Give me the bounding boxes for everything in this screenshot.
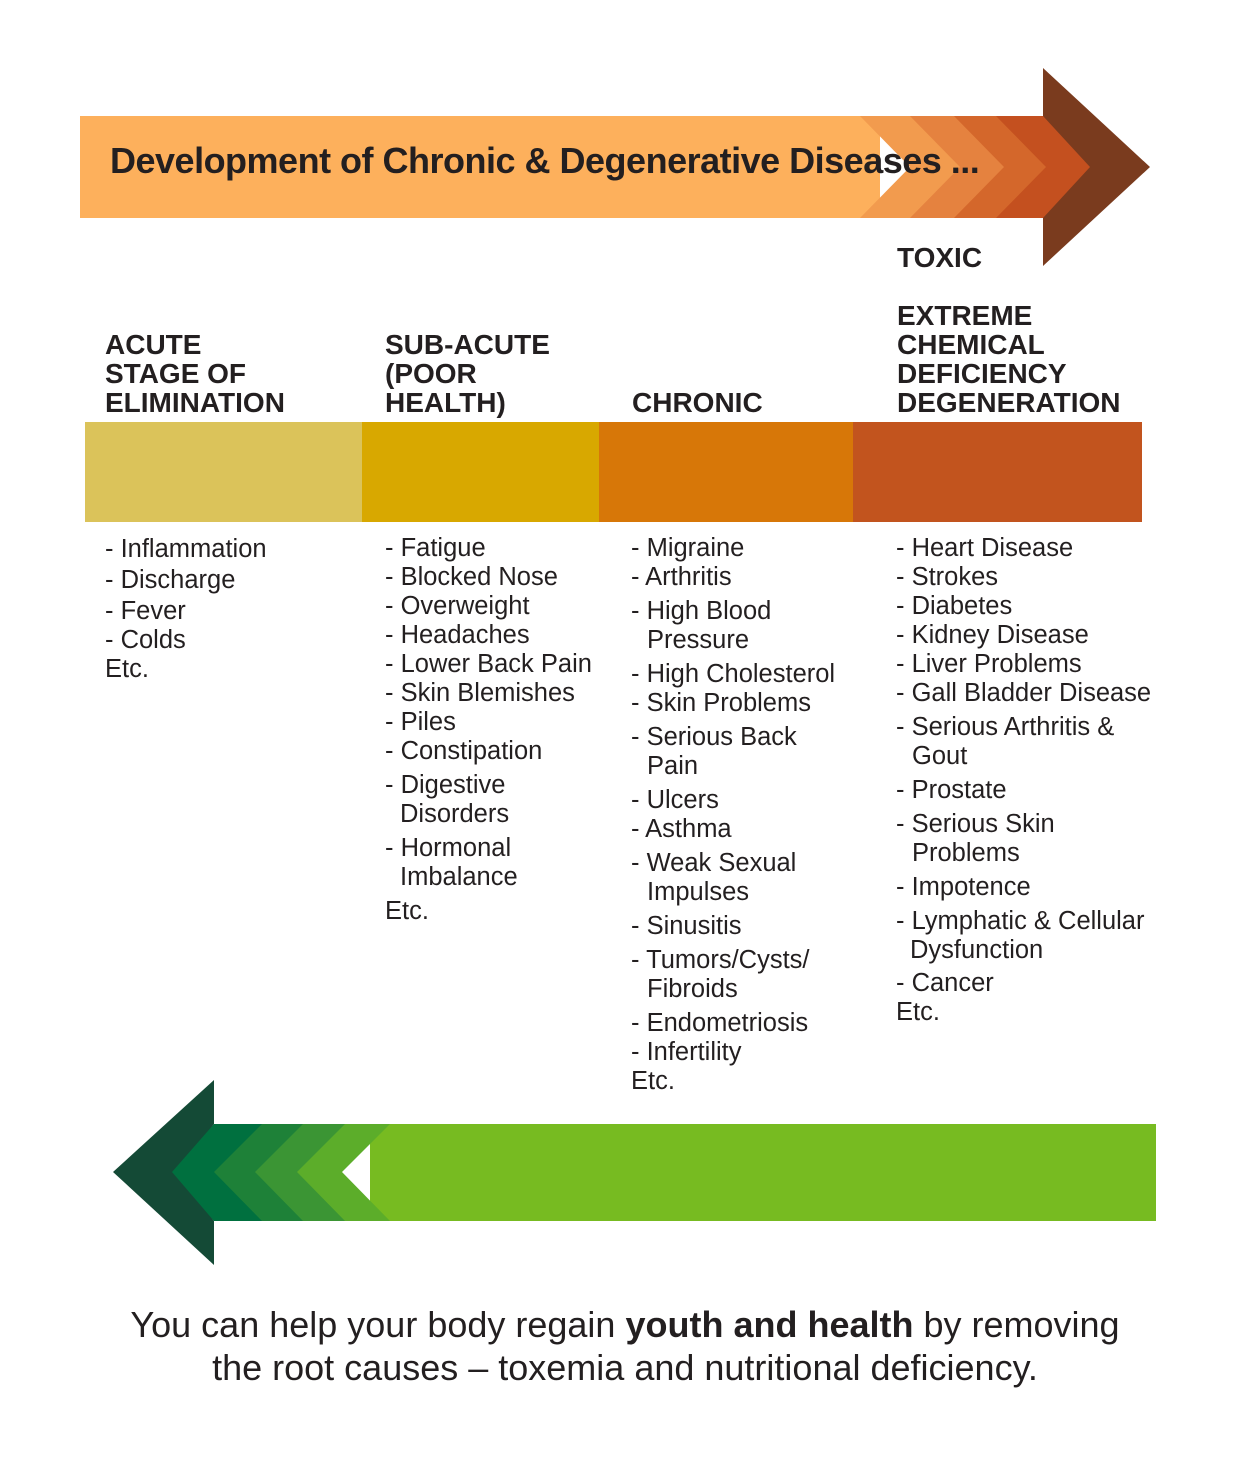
symptom-etc: Etc.: [631, 1067, 675, 1095]
symptom-item: - Tumors/Cysts/: [631, 946, 810, 974]
symptom-item: - Endometriosis: [631, 1009, 809, 1037]
recovery-arrow-body: [370, 1124, 1156, 1221]
symptom-item: - Cancer: [896, 969, 994, 997]
footer-text: You can help your body regain: [130, 1304, 626, 1345]
symptom-item-cont: Disorders: [400, 800, 510, 828]
symptom-etc: Etc.: [896, 998, 940, 1026]
title-arrow-body: [80, 116, 880, 218]
symptom-item: - Kidney Disease: [896, 621, 1089, 649]
symptom-item: - Hormonal: [385, 834, 512, 862]
symptom-item: - Asthma: [631, 815, 732, 843]
stage-bar-chronic: [599, 422, 853, 522]
symptom-item: - Gall Bladder Disease: [896, 679, 1152, 707]
symptom-item: - Ulcers: [631, 786, 719, 814]
symptom-item: - Liver Problems: [896, 650, 1082, 678]
symptom-item: - Overweight: [385, 592, 530, 620]
symptom-item-cont: Impulses: [647, 878, 750, 906]
stage-heading-subacute: SUB-ACUTE (POOR HEALTH): [385, 330, 550, 417]
symptom-item: - Blocked Nose: [385, 563, 558, 591]
symptom-item: - Lymphatic & Cellular: [896, 907, 1145, 935]
symptom-item: - Skin Blemishes: [385, 679, 575, 707]
symptom-item-cont: Problems: [912, 839, 1020, 867]
symptom-item-cont: Pain: [647, 752, 699, 780]
symptom-item: - Infertility: [631, 1038, 742, 1066]
symptom-item: - Headaches: [385, 621, 530, 649]
stage-bar-toxic: [853, 422, 1142, 522]
title-arrow: [80, 68, 1150, 266]
heading-line: CHRONIC: [632, 387, 763, 418]
heading-line: DEGENERATION: [897, 387, 1121, 418]
symptom-item: - Inflammation: [105, 535, 267, 563]
footer-line-2: the root causes – toxemia and nutritiona…: [212, 1347, 1038, 1388]
symptom-item: - Weak Sexual: [631, 849, 797, 877]
heading-line: (POOR: [385, 358, 477, 389]
symptom-list-subacute: - Fatigue - Blocked Nose - Overweight - …: [385, 534, 615, 926]
symptom-item-cont: Dysfunction: [910, 936, 1044, 964]
symptom-item: - Strokes: [896, 563, 999, 591]
symptom-item: - Serious Back: [631, 723, 797, 751]
symptom-item: - Lower Back Pain: [385, 650, 592, 678]
symptom-list-acute: - Inflammation - Discharge - Fever - Col…: [105, 535, 355, 684]
symptom-item: - Digestive: [385, 771, 506, 799]
heading-line: ACUTE: [105, 329, 202, 360]
heading-line: EXTREME: [897, 300, 1033, 331]
symptom-item: - Skin Problems: [631, 689, 811, 717]
symptom-item-cont: Pressure: [647, 626, 750, 654]
symptom-item: - Arthritis: [631, 563, 732, 591]
stage-bar-acute: [85, 422, 362, 522]
symptom-etc: Etc.: [385, 897, 429, 925]
stage-bar-subacute: [362, 422, 599, 522]
footer-message: You can help your body regain youth and …: [0, 1303, 1250, 1389]
symptom-item: - Serious Arthritis &: [896, 713, 1115, 741]
symptom-list-toxic: - Heart Disease - Strokes - Diabetes - K…: [896, 534, 1166, 1027]
symptom-item: - Diabetes: [896, 592, 1013, 620]
heading-line: CHEMICAL: [897, 329, 1045, 360]
symptom-item: - Impotence: [896, 873, 1031, 901]
symptom-item: - Colds: [105, 626, 186, 654]
symptom-item: - Fever: [105, 597, 186, 625]
symptom-item-cont: Imbalance: [400, 863, 518, 891]
title-arrow-head: [1043, 68, 1150, 266]
symptom-list-chronic: - Migraine - Arthritis - High Blood Pres…: [631, 534, 866, 1096]
diagram-title: Development of Chronic & Degenerative Di…: [110, 140, 980, 181]
symptom-item: - Serious Skin: [896, 810, 1055, 838]
symptom-item: - High Cholesterol: [631, 660, 836, 688]
title-arrow-chevron-4: [996, 116, 1094, 218]
symptom-etc: Etc.: [105, 655, 149, 683]
symptom-item: - High Blood: [631, 597, 772, 625]
heading-line: TOXIC: [897, 242, 983, 273]
symptom-item: - Piles: [385, 708, 456, 736]
stage-heading-chronic: CHRONIC: [632, 388, 763, 417]
symptom-item: - Discharge: [105, 566, 236, 594]
heading-line: STAGE OF: [105, 358, 247, 389]
footer-text: by removing: [913, 1304, 1120, 1345]
stage-heading-acute: ACUTE STAGE OF ELIMINATION: [105, 330, 285, 417]
footer-emphasis: youth and health: [625, 1304, 914, 1345]
symptom-item: - Heart Disease: [896, 534, 1074, 562]
symptom-item: - Prostate: [896, 776, 1007, 804]
symptom-item-cont: Fibroids: [647, 975, 738, 1003]
symptom-item-cont: Gout: [912, 742, 968, 770]
recovery-arrow: [113, 1080, 1156, 1265]
symptom-item: - Fatigue: [385, 534, 486, 562]
heading-line: HEALTH): [385, 387, 506, 418]
symptom-item: - Migraine: [631, 534, 745, 562]
heading-line: DEFICIENCY: [897, 358, 1067, 389]
symptom-item: - Constipation: [385, 737, 543, 765]
recovery-arrow-head: [113, 1080, 214, 1265]
footer-line-1: You can help your body regain youth and …: [0, 1303, 1250, 1346]
stage-heading-toxic: TOXIC EXTREME CHEMICAL DEFICIENCY DEGENE…: [897, 243, 1121, 417]
symptom-item: - Sinusitis: [631, 912, 742, 940]
heading-line: SUB-ACUTE: [385, 329, 550, 360]
heading-line: ELIMINATION: [105, 387, 285, 418]
